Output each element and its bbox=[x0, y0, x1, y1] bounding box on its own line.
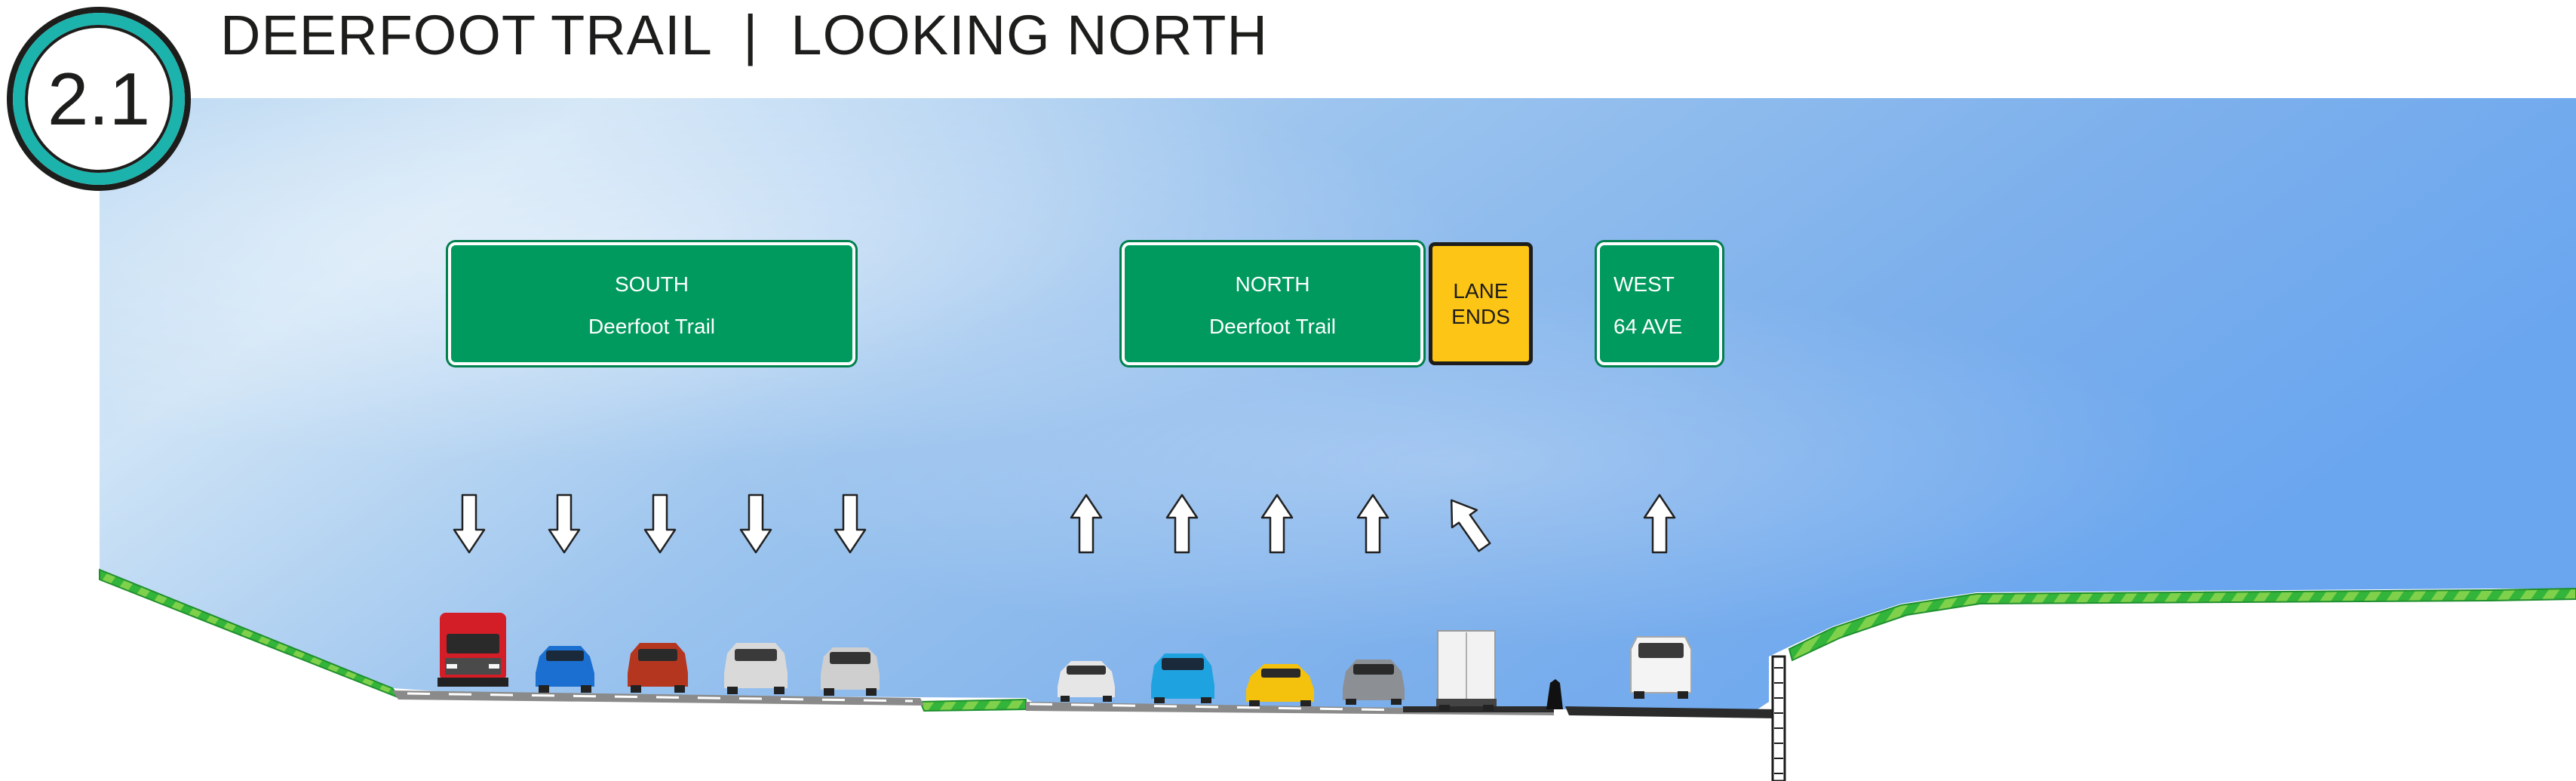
lane-ends-sign: LANE ENDS bbox=[1429, 242, 1533, 365]
retaining-wall bbox=[1771, 655, 1786, 781]
blue-sedan bbox=[536, 646, 594, 693]
white-suv bbox=[724, 643, 788, 694]
ramp-roadway bbox=[1565, 706, 1776, 718]
sign-direction: WEST bbox=[1613, 272, 1675, 296]
west-64-ave-sign: WEST 64 AVE bbox=[1597, 242, 1722, 365]
right-grass-slope bbox=[1788, 587, 2576, 662]
sign-direction: NORTH bbox=[1235, 272, 1310, 296]
blue-hatchback bbox=[1151, 653, 1214, 703]
lane-ends-line2: ENDS bbox=[1451, 304, 1510, 328]
white-sedan bbox=[1058, 661, 1115, 702]
southbound-lane-marks bbox=[407, 692, 913, 703]
box-truck bbox=[1436, 630, 1497, 711]
vehicles bbox=[438, 613, 1692, 711]
orange-suv bbox=[628, 643, 688, 693]
page-title: DEERFOOT TRAIL | LOOKING NORTH bbox=[220, 4, 1268, 66]
median-grass bbox=[919, 698, 1027, 712]
south-deerfoot-sign: SOUTH Deerfoot Trail bbox=[448, 242, 855, 365]
yellow-sports-car bbox=[1246, 664, 1314, 706]
median-barrier bbox=[1546, 679, 1563, 709]
sign-route: Deerfoot Trail bbox=[588, 315, 716, 338]
red-semi-truck bbox=[438, 613, 508, 687]
grey-sedan bbox=[1343, 660, 1405, 705]
north-deerfoot-sign: NORTH Deerfoot Trail bbox=[1122, 242, 1423, 365]
white-suv bbox=[821, 647, 880, 696]
sign-direction: SOUTH bbox=[615, 272, 689, 296]
white-van bbox=[1630, 636, 1692, 699]
section-number: 2.1 bbox=[47, 57, 151, 140]
sign-route: Deerfoot Trail bbox=[1208, 315, 1337, 338]
sign-route: 64 AVE bbox=[1613, 315, 1683, 338]
lane-ends-line1: LANE bbox=[1453, 278, 1509, 303]
